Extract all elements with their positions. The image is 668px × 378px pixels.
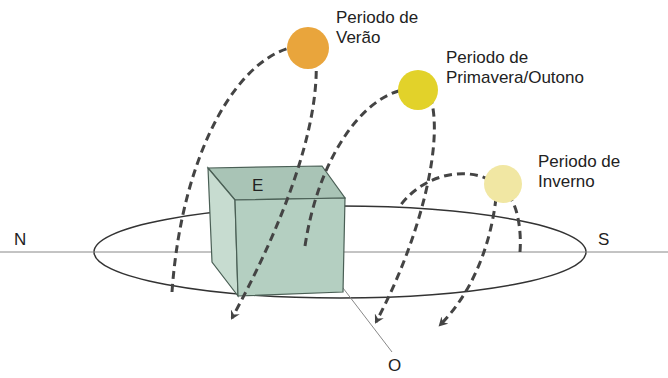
sun-path-arcs (172, 46, 520, 325)
building-box (208, 166, 345, 296)
season-label: Periodo de Primavera/Outono (446, 48, 606, 89)
season-label: Periodo de Verão (336, 8, 422, 49)
cardinal-label: S (598, 230, 609, 250)
spring-autumn-sun (398, 70, 438, 110)
winter-sun (484, 165, 522, 203)
cardinal-label: N (14, 230, 26, 250)
cardinal-label: E (252, 176, 263, 196)
cardinal-label: O (388, 356, 401, 376)
season-label: Periodo de Inverno (538, 152, 626, 193)
summer-sun (287, 27, 329, 69)
